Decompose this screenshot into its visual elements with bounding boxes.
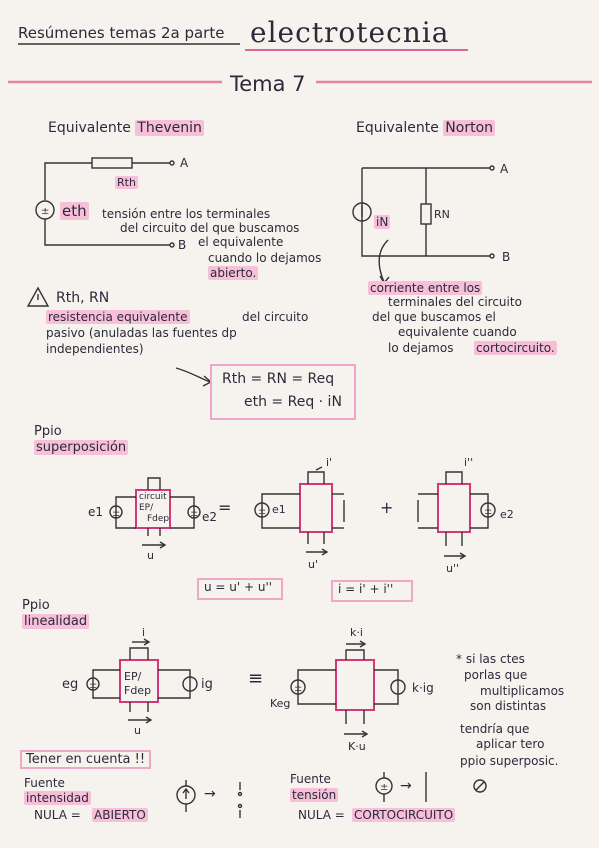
thevenin-desc-4: cuando lo dejamos [208,251,322,265]
linealidad-equiv: ≡ [248,668,264,689]
linealidad-eg: eg [62,677,79,692]
superposicion-u1: u' [308,558,318,571]
superposicion-e2: e2 [202,510,218,524]
superposicion-e1: e1 [88,505,104,519]
tener-ft-label-1: Fuente [290,772,331,786]
superposicion-i2: i'' [464,456,474,469]
tema-title: Tema 7 [230,72,306,96]
formula-2: eth = Req · iN [244,394,342,410]
norton-rn-label: RN [434,208,450,221]
norton-in-label: iN [374,215,391,229]
linealidad-name: linealidad [22,614,90,629]
formula-u: u = u' + u'' [204,580,273,594]
linealidad-note-3: multiplicamos [480,684,565,698]
thevenin-heading-name: Thevenin [135,120,204,136]
superposicion-equals: = [218,498,232,517]
linealidad-box-2: Fdep [124,684,152,697]
linealidad-ku: K·u [348,740,366,753]
norton-desc-5: lo dejamos [388,341,454,355]
thevenin-a-label: A [180,156,189,170]
tener-fi-nula: NULA = [34,808,81,822]
svg-text:±: ± [89,680,97,691]
resistance-desc-1: del circuito [242,310,309,324]
tener-fi-label-1: Fuente [24,776,65,790]
linealidad-box-1: EP/ [124,670,142,683]
tener-fi-value: ABIERTO [92,808,148,822]
svg-text:±: ± [380,782,388,793]
thevenin-desc-3: el equivalente [198,235,284,249]
tener-fi-label-2: intensidad [24,791,91,805]
tener-fi-arrow: → [204,786,216,802]
superposicion-sub2-e2: e2 [500,508,514,521]
superposicion-box-2: EP/ [139,503,154,513]
thevenin-desc-5: abierto. [208,266,259,280]
svg-text:±: ± [258,506,266,517]
formula-1: Rth = RN = Req [222,371,335,387]
linealidad-note-7: ppio superposic. [460,754,559,768]
norton-b-label: B [502,250,511,264]
superposicion-box-1: circuit [139,492,167,502]
linealidad-ppio: Ppio [22,598,50,613]
thevenin-heading: Equivalente Thevenin [48,120,204,136]
tener-title: Tener en cuenta !! [20,750,152,769]
resistance-desc-2: pasivo (anuladas las fuentes dp [46,326,237,340]
linealidad-kig: k·ig [412,681,434,695]
norton-a-label: A [500,162,509,176]
superposicion-i1: i' [326,456,333,469]
svg-text:±: ± [294,683,302,694]
norton-desc-6: cortocircuito. [474,341,557,355]
linealidad-note-1: * si las ctes [456,652,525,666]
superposicion-name: superposición [34,440,129,455]
linealidad-u: u [134,724,141,737]
linealidad-note-5: tendría que [460,722,530,736]
norton-heading-name: Norton [443,120,496,136]
tener-ft-label-2: tensión [290,788,339,802]
svg-text:±: ± [112,508,120,519]
linealidad-ki: k·i [350,626,363,639]
svg-text:±: ± [190,508,198,519]
linealidad-i: i [142,626,146,639]
thevenin-eth-label: eth [60,202,89,220]
resistance-title: Rth, RN [56,290,110,306]
linealidad-note-2: porlas que [464,668,528,682]
superposicion-box-3: Fdep [147,514,170,524]
tener-ft-arrow: → [400,778,412,794]
linealidad-keg: Keg [270,697,291,710]
superposicion-plus: + [380,498,394,517]
formula-i-box [331,580,413,602]
formula-box [210,364,356,420]
superposicion-u2: u'' [446,562,460,575]
superposicion-ppio: Ppio [34,424,62,439]
thevenin-desc-2: del circuito del que buscamos [120,221,300,235]
thevenin-heading-prefix: Equivalente [48,120,131,136]
linealidad-note-6: aplicar tero [476,737,545,751]
thevenin-desc-1: tensión entre los terminales [102,207,271,221]
superposicion-u: u [147,549,154,562]
svg-text:±: ± [484,506,492,517]
superposicion-sub1-e1: e1 [272,503,286,516]
header-subtitle: Resúmenes temas 2a parte [18,24,225,42]
tener-ft-nula: NULA = [298,808,345,822]
thevenin-rth-label: Rth [115,176,138,189]
tener-ft-value: CORTOCIRCUITO [352,808,456,822]
header-title: electrotecnia [250,16,450,49]
norton-desc-2: terminales del circuito [388,295,522,309]
norton-desc-4: equivalente cuando [398,325,517,339]
norton-heading-prefix: Equivalente [356,120,439,136]
formula-u-box [197,578,283,600]
thevenin-b-label: B [178,238,187,252]
svg-text:±: ± [41,206,49,217]
norton-desc-3: del que buscamos el [372,310,496,324]
norton-desc-1: corriente entre los [368,281,483,295]
formula-i: i = i' + i'' [338,582,394,596]
resistance-desc-3: independientes) [46,342,144,356]
resistance-desc-highlight: resistencia equivalente [46,310,190,324]
linealidad-ig: ig [201,677,213,692]
linealidad-note-4: son distintas [470,699,547,713]
norton-heading: Equivalente Norton [356,120,496,136]
